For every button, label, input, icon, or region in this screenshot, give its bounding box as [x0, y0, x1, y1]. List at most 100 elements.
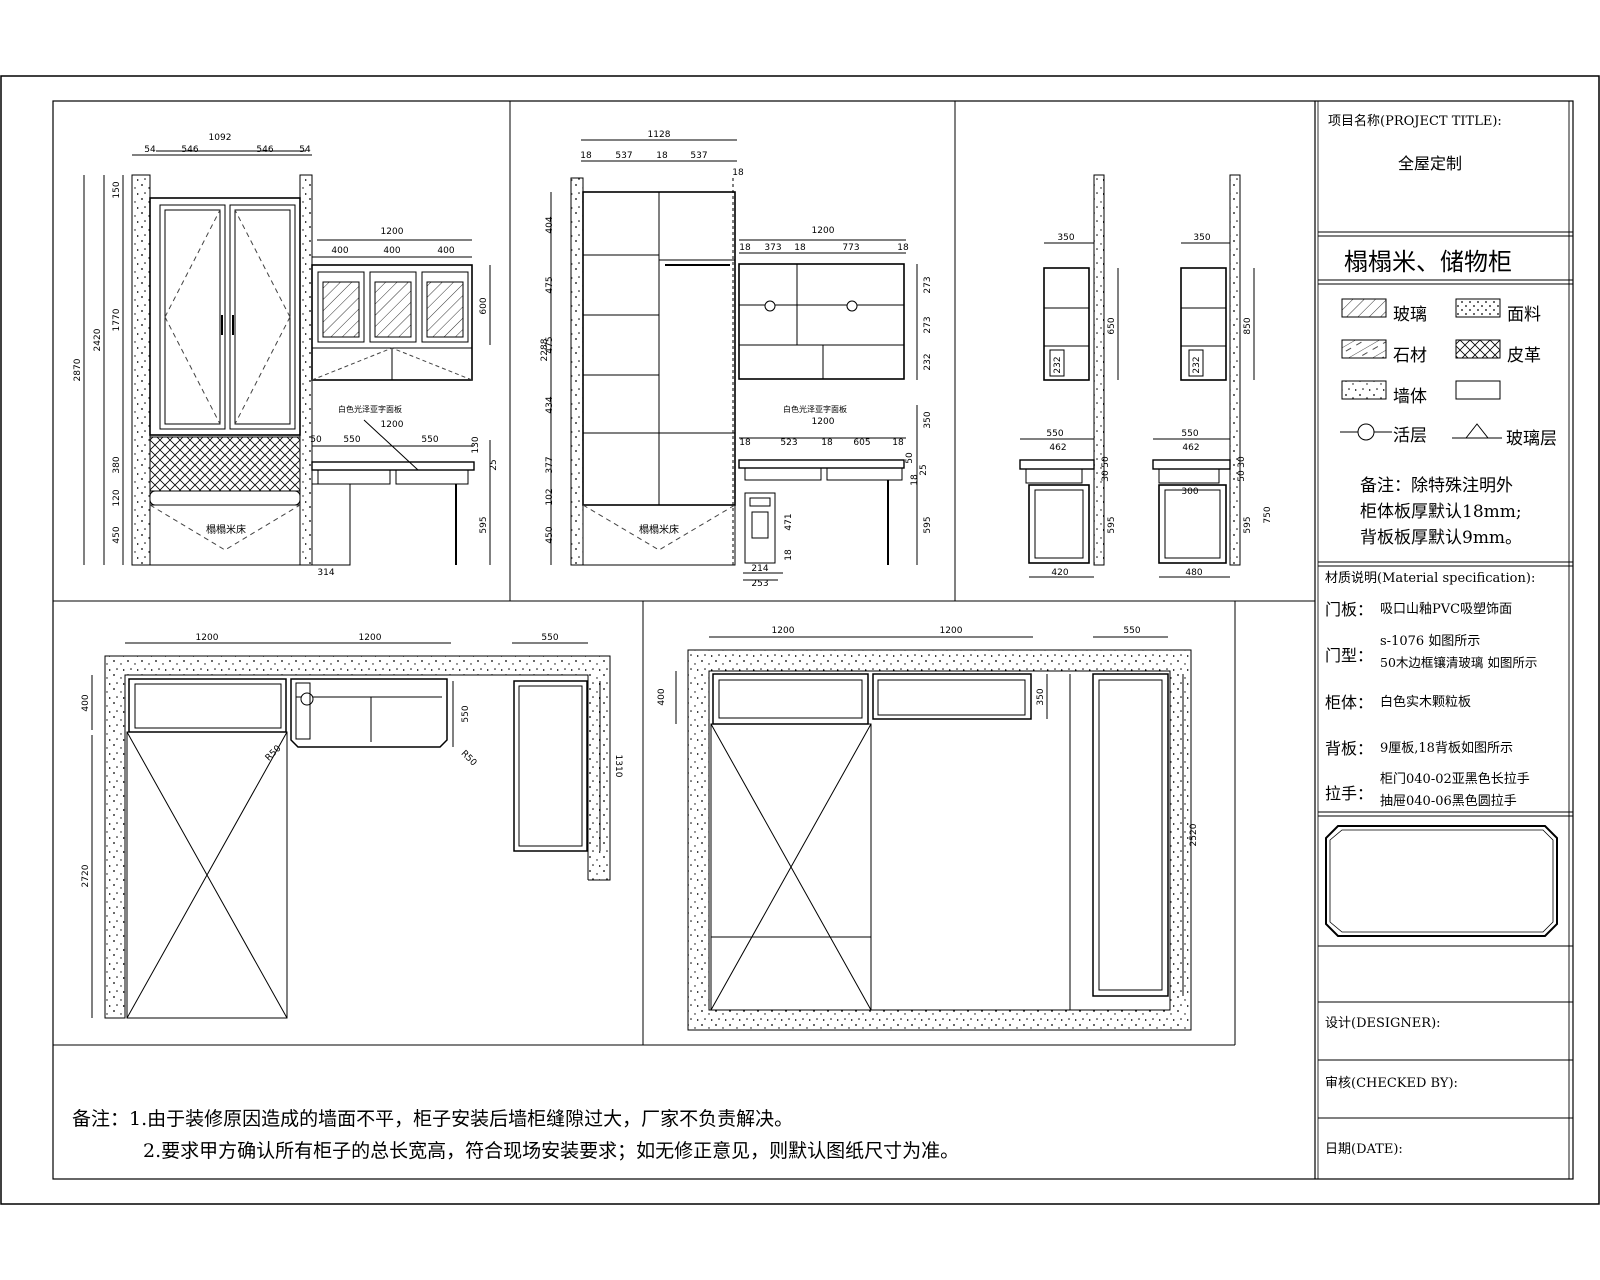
svg-text:150: 150: [112, 181, 122, 198]
legend-label-leather: 皮革: [1507, 346, 1541, 366]
svg-text:1200: 1200: [381, 227, 404, 237]
legend-label-wall: 墙体: [1393, 387, 1427, 407]
svg-text:2288: 2288: [540, 338, 550, 361]
svg-text:2720: 2720: [81, 864, 91, 887]
elevation-view-1: [83, 150, 491, 566]
svg-text:白色光泽亚字面板: 白色光泽亚字面板: [783, 404, 847, 414]
svg-text:1770: 1770: [112, 308, 122, 331]
svg-text:18: 18: [794, 243, 806, 253]
material-door-line-1: 吸口山釉PVC吸塑饰面: [1380, 602, 1513, 617]
legend-label-glass: 玻璃: [1393, 305, 1427, 325]
svg-text:1200: 1200: [196, 633, 219, 643]
dims-view-1: 1092 54 546 546 54 1200 400 400 400 1200…: [73, 133, 499, 578]
svg-text:50: 50: [1101, 456, 1111, 468]
svg-text:1200: 1200: [381, 420, 404, 430]
svg-text:550: 550: [343, 435, 360, 445]
svg-text:550: 550: [1123, 626, 1140, 636]
material-body-line-1: 白色实木颗粒板: [1380, 695, 1472, 710]
svg-text:1200: 1200: [940, 626, 963, 636]
svg-text:462: 462: [1049, 443, 1066, 453]
svg-text:373: 373: [764, 243, 781, 253]
svg-text:18: 18: [821, 438, 833, 448]
svg-text:595: 595: [479, 516, 489, 533]
svg-text:273: 273: [923, 276, 933, 293]
date-label: 日期(DATE):: [1325, 1142, 1403, 1157]
svg-text:350: 350: [1036, 688, 1046, 705]
svg-text:462: 462: [1182, 443, 1199, 453]
svg-text:18: 18: [656, 151, 668, 161]
svg-text:50: 50: [1237, 470, 1247, 482]
svg-text:30: 30: [1101, 470, 1111, 482]
svg-text:232: 232: [1192, 356, 1202, 373]
svg-text:546: 546: [256, 145, 273, 155]
legend-label-glass-shelf: 玻璃层: [1506, 429, 1557, 449]
outer-frame: [0, 75, 1600, 1205]
svg-text:600: 600: [479, 297, 489, 314]
svg-text:537: 537: [690, 151, 707, 161]
checked-by-label: 审核(CHECKED BY):: [1325, 1076, 1458, 1091]
remark-line-2: 柜体板厚默认18mm;: [1360, 502, 1522, 522]
remark-line-1: 备注：除特殊注明外: [1360, 476, 1513, 496]
legend-swatches: [1340, 298, 1502, 441]
svg-text:1200: 1200: [772, 626, 795, 636]
svg-text:420: 420: [1051, 568, 1068, 578]
inner-frame: [52, 100, 1574, 1180]
drawing-title: 榻榻米、储物柜: [1344, 248, 1512, 276]
plan-view-1: [91, 642, 611, 1019]
elevation-view-2: [550, 139, 918, 581]
svg-text:350: 350: [1193, 233, 1210, 243]
svg-text:300: 300: [1181, 487, 1198, 497]
designer-label: 设计(DESIGNER):: [1325, 1016, 1441, 1031]
svg-text:253: 253: [751, 579, 768, 589]
svg-text:2520: 2520: [1189, 823, 1199, 846]
svg-text:400: 400: [331, 246, 348, 256]
svg-text:50: 50: [310, 435, 322, 445]
svg-text:605: 605: [853, 438, 870, 448]
svg-text:18: 18: [897, 243, 909, 253]
svg-text:350: 350: [1057, 233, 1074, 243]
svg-text:546: 546: [181, 145, 198, 155]
svg-text:25: 25: [489, 459, 499, 470]
svg-text:1200: 1200: [359, 633, 382, 643]
material-back-line-1: 9厘板,18背板如图所示: [1380, 741, 1513, 756]
dims-view-2: 1128 18 537 18 537 18 1200 18 373 18 773…: [540, 130, 933, 589]
dim-v1-width: 1092: [209, 133, 232, 143]
svg-text:54: 54: [299, 145, 311, 155]
svg-text:白色光泽亚字面板: 白色光泽亚字面板: [338, 404, 402, 414]
svg-text:537: 537: [615, 151, 632, 161]
svg-text:750: 750: [1263, 506, 1273, 523]
svg-text:475: 475: [545, 276, 555, 293]
material-handle-line-2: 抽屉040-06黑色圆拉手: [1380, 794, 1517, 809]
legend-label-stone: 石材: [1393, 346, 1427, 366]
svg-text:314: 314: [317, 568, 334, 578]
svg-text:523: 523: [780, 438, 797, 448]
svg-text:18: 18: [910, 474, 920, 486]
svg-text:595: 595: [1107, 516, 1117, 533]
title-block-grid: [1318, 101, 1573, 1179]
svg-text:550: 550: [421, 435, 438, 445]
svg-text:450: 450: [545, 526, 555, 543]
svg-text:25: 25: [919, 464, 929, 475]
svg-text:475: 475: [545, 336, 555, 353]
svg-text:18: 18: [739, 243, 751, 253]
svg-text:榻榻米床: 榻榻米床: [639, 523, 679, 536]
svg-text:1200: 1200: [812, 417, 835, 427]
material-handle-line-1: 柜门040-02亚黑色长拉手: [1380, 772, 1530, 787]
project-name: 全屋定制: [1398, 154, 1463, 173]
svg-text:54: 54: [144, 145, 156, 155]
material-key-door-type: 门型：: [1325, 646, 1374, 665]
footer-note-2: 2.要求甲方确认所有柜子的总长宽高，符合现场安装要求；如无修正意见，则默认图纸尺…: [143, 1140, 960, 1162]
dims-view-3: 350 350 550 462 550 462 420 480 300 650 …: [1046, 233, 1273, 578]
svg-text:18: 18: [732, 168, 744, 178]
svg-text:18: 18: [892, 438, 904, 448]
footer-note-1: 备注：1.由于装修原因造成的墙面不平，柜子安装后墙柜缝隙过大，厂家不负责解决。: [72, 1108, 794, 1130]
svg-text:273: 273: [923, 316, 933, 333]
svg-text:1310: 1310: [613, 755, 623, 778]
legend-label-fabric: 面料: [1507, 305, 1541, 325]
remark-line-3: 背板板厚默认9mm。: [1360, 528, 1523, 548]
svg-text:232: 232: [1053, 356, 1063, 373]
svg-text:130: 130: [471, 436, 481, 453]
svg-text:榻榻米床: 榻榻米床: [206, 523, 246, 536]
svg-text:400: 400: [81, 694, 91, 711]
